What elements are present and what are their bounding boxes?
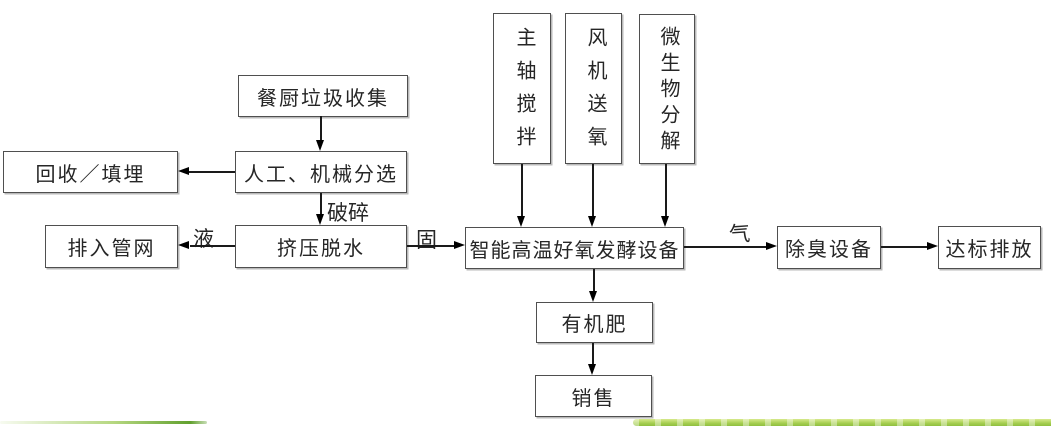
arrow-fan-fermentation-head [588, 216, 596, 227]
edge-label-liquid: 液 [193, 228, 214, 251]
arrow-dewatering-fermentation-line [407, 245, 454, 247]
arrow-shaft-fermentation-head [517, 216, 525, 227]
arrow-sorting-dewatering-head [316, 214, 324, 225]
arrow-fermentation-deodorization-line [684, 246, 766, 248]
arrow-deodorization-discharge-line [881, 246, 927, 248]
node-recycle-landfill: 回收／填埋 [3, 151, 178, 193]
node-main-shaft-stirring: 主轴搅拌 [493, 13, 551, 164]
arrow-deodorization-discharge-head [927, 242, 938, 250]
arrow-dewatering-pipe-line [190, 245, 235, 247]
arrow-microbial-fermentation-line [665, 164, 667, 216]
arrow-fermentation-fertilizer-line [593, 269, 595, 291]
node-manual-mechanical-sorting: 人工、机械分选 [235, 151, 407, 193]
arrow-sorting-dewatering-line [320, 193, 322, 214]
arrow-fermentation-deodorization-head [766, 242, 777, 250]
decorative-green-swoosh-right [633, 419, 1051, 426]
arrow-sorting-recycle-line [189, 171, 235, 173]
arrow-shaft-fermentation-line [521, 164, 523, 216]
node-aerobic-fermentation-equipment: 智能高温好氧发酵设备 [465, 227, 684, 269]
node-sales: 销售 [535, 375, 652, 417]
node-fan-oxygen-supply: 风机送氧 [565, 13, 622, 164]
decorative-green-swoosh-left [0, 421, 207, 424]
arrow-fertilizer-sales-line [592, 343, 594, 364]
arrow-dewatering-fermentation-head [454, 241, 465, 249]
arrow-collection-sorting-line [320, 116, 322, 141]
arrow-fan-fermentation-line [592, 164, 594, 216]
arrow-fermentation-fertilizer-head [589, 291, 597, 302]
edge-label-crushing: 破碎 [327, 202, 369, 225]
node-organic-fertilizer: 有机肥 [536, 302, 653, 343]
node-pipe-network-discharge: 排入管网 [45, 225, 178, 268]
arrow-microbial-fermentation-head [661, 216, 669, 227]
arrow-collection-sorting-head [316, 140, 324, 151]
edge-label-gas: 气 [728, 222, 751, 247]
arrow-sorting-recycle-head [178, 167, 189, 175]
node-squeeze-dewatering: 挤压脱水 [235, 225, 407, 268]
node-microbial-decomposition: 微生物分解 [639, 14, 695, 164]
node-food-waste-collection: 餐厨垃圾收集 [238, 75, 408, 117]
edge-label-solid: 固 [416, 229, 437, 252]
node-deodorization-equipment: 除臭设备 [777, 226, 881, 269]
arrow-dewatering-pipe-head [178, 241, 189, 249]
node-standard-discharge: 达标排放 [938, 226, 1041, 269]
arrow-fertilizer-sales-head [588, 364, 596, 375]
